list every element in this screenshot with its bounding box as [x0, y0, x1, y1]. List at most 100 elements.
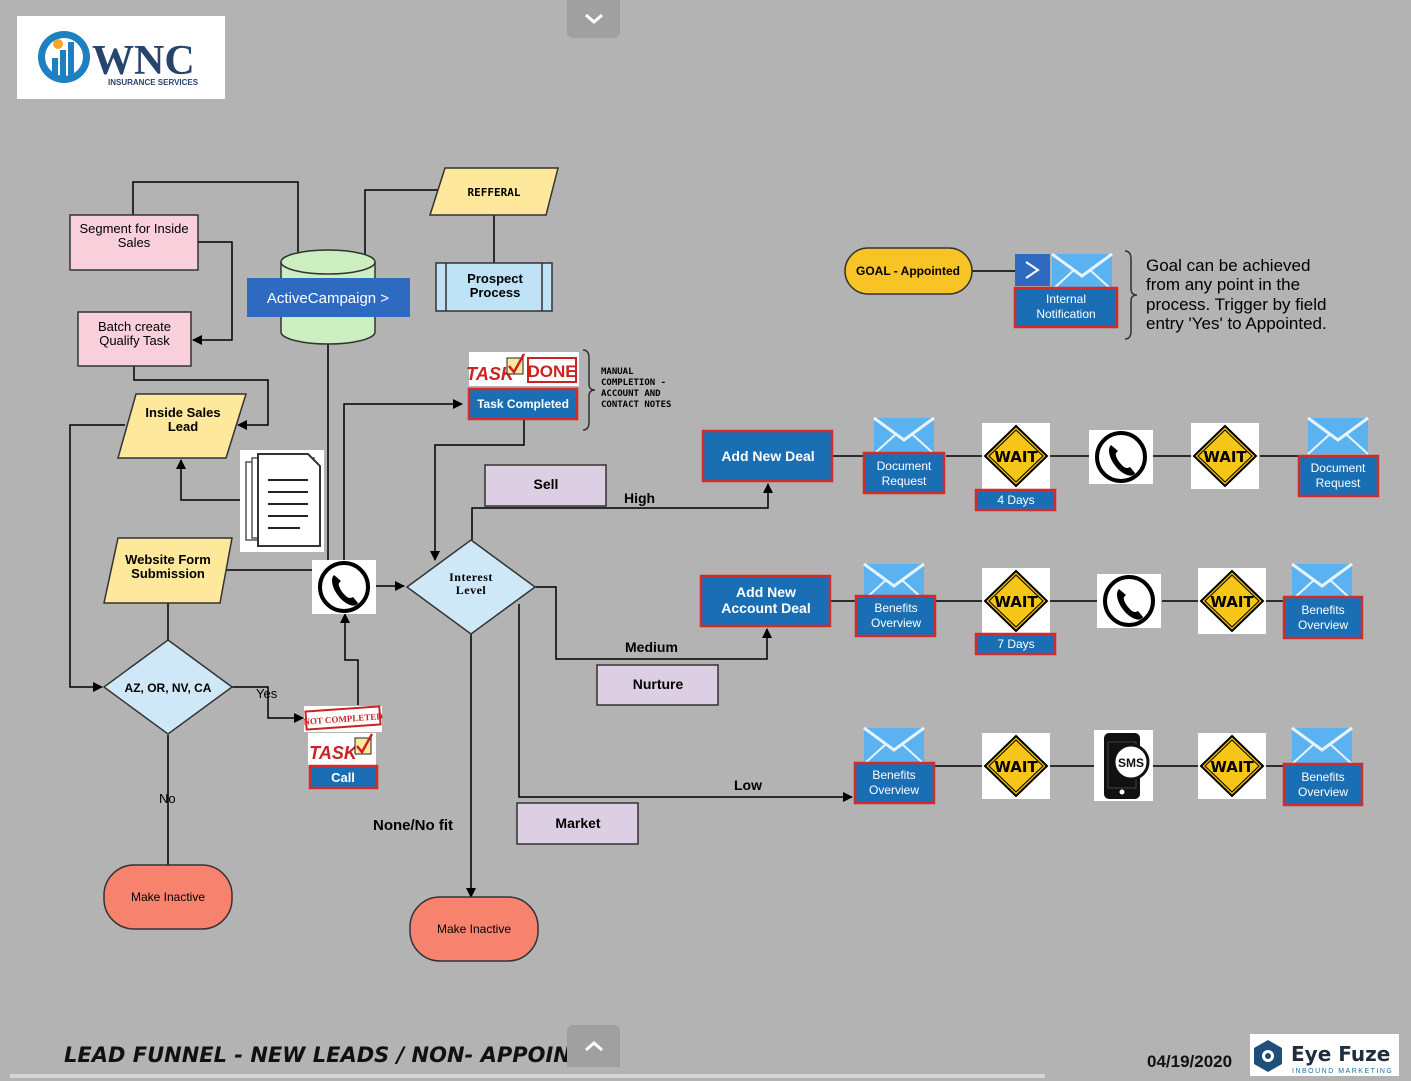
market-box: Market [516, 802, 639, 845]
goal-note-line-2: from any point in the [1146, 275, 1300, 294]
goal-note: Goal can be achieved from any point in t… [1124, 250, 1327, 340]
market-label: Market [555, 815, 600, 831]
chevron-up-icon [584, 1041, 603, 1052]
phone-icon [310, 558, 378, 616]
low-email-1-line-1: Benefits [872, 768, 915, 782]
medium-label: Medium [625, 639, 678, 655]
collapse-top-button[interactable] [567, 0, 620, 38]
task-label-1: TASK [309, 743, 359, 763]
make-inactive-2: Make Inactive [409, 896, 539, 962]
medium-email-2-line-2: Overview [1298, 618, 1348, 632]
make-inactive-1-label: Make Inactive [131, 890, 205, 904]
medium-row-email-1[interactable]: Benefits Overview [854, 562, 937, 638]
add-new-deal-label: Add New Deal [721, 448, 814, 464]
manual-completion-note: MANUAL COMPLETION - ACCOUNT AND CONTACT … [582, 349, 671, 431]
wait-sign-icon: WAIT [981, 567, 1051, 635]
active-campaign-badge: ActiveCampaign > [247, 278, 410, 317]
website-form-label: Website Form Submission [125, 553, 211, 581]
phone-icon [1095, 572, 1163, 630]
add-new-account-deal-line-2: Account Deal [721, 600, 810, 616]
task-label-2: TASK [466, 364, 516, 384]
call-label: Call [331, 770, 355, 785]
add-new-deal-button[interactable]: Add New Deal [701, 429, 834, 483]
medium-row-email-2[interactable]: Benefits Overview [1282, 562, 1364, 640]
high-label: High [624, 490, 655, 506]
wait-sign-icon: WAIT [1197, 567, 1267, 635]
make-inactive-1: Make Inactive [103, 864, 233, 930]
inside-sales-lead-parallelogram: Inside Sales Lead [117, 393, 248, 459]
low-email-1-line-2: Overview [869, 783, 919, 797]
wait-4-days-label: 4 Days [997, 493, 1034, 507]
batch-create-task-box: Batch create Qualify Task [77, 311, 192, 367]
prospect-process-box: Prospect Process [435, 262, 553, 312]
brand-name: Eye Fuze [1291, 1042, 1390, 1066]
high-email-2-line-2: Request [1316, 476, 1361, 490]
prospect-label: Prospect Process [467, 272, 523, 300]
phone-icon [1087, 428, 1155, 486]
footer-date: 04/19/2020 [1147, 1052, 1232, 1071]
goal-appointed-pill: GOAL - Appointed [844, 247, 973, 295]
wait-text: WAIT [1210, 758, 1254, 776]
add-new-account-deal-line-1: Add New [736, 584, 796, 600]
goal-note-line-3: process. Trigger by field [1146, 295, 1326, 314]
inside-sales-lead-label: Inside Sales Lead [145, 406, 221, 434]
segment-label: Segment for Inside Sales [79, 222, 189, 250]
interest-level-line-2: Level [456, 583, 487, 597]
active-campaign-label: ActiveCampaign > [267, 290, 389, 307]
yes-label: Yes [256, 686, 278, 701]
not-completed-task-image: NOT COMPLETED TASK [303, 705, 384, 765]
wait-sign-icon: WAIT [981, 422, 1051, 490]
interest-level-line-1: Interest [449, 570, 493, 584]
task-completed-label: Task Completed [477, 397, 569, 411]
internal-notification-line-1: Internal [1046, 292, 1086, 306]
call-button[interactable]: Call [308, 764, 379, 790]
refferal-label: REFFERAL [468, 186, 521, 199]
medium-email-2-line-1: Benefits [1301, 603, 1344, 617]
manual-note-line-3: ACCOUNT AND [601, 389, 661, 399]
low-row-email-1[interactable]: Benefits Overview [853, 726, 936, 805]
task-done-image: TASK DONE [466, 352, 579, 386]
low-row-email-2[interactable]: Benefits Overview [1282, 726, 1364, 807]
goal-note-line-4: entry 'Yes' to Appointed. [1146, 314, 1327, 333]
document-icon [240, 450, 324, 552]
logo-tagline: INSURANCE SERVICES [108, 78, 199, 87]
sms-phone-icon: SMS [1094, 730, 1153, 801]
wait-sign-icon: WAIT [1190, 422, 1260, 490]
nurture-label: Nurture [633, 676, 684, 692]
envelope-icon [1050, 252, 1114, 292]
internal-notification-line-2: Notification [1036, 307, 1095, 321]
make-inactive-2-label: Make Inactive [437, 922, 511, 936]
eye-fuze-logo: Eye Fuze INBOUND MARKETING [1250, 1034, 1399, 1076]
low-label: Low [734, 777, 762, 793]
nurture-box: Nurture [596, 664, 719, 706]
medium-email-1-line-2: Overview [871, 616, 921, 630]
sell-box: Sell [484, 464, 607, 507]
manual-note-line-2: COMPLETION - [601, 378, 666, 388]
task-completed-button[interactable]: Task Completed [467, 387, 579, 421]
none-no-fit-label: None/No fit [373, 817, 453, 834]
medium-email-1-line-1: Benefits [874, 601, 917, 615]
high-email-1-line-2: Request [882, 474, 927, 488]
segment-for-inside-sales-box: Segment for Inside Sales [69, 214, 199, 271]
wait-text: WAIT [1203, 448, 1247, 466]
interest-level-diamond: Interest Level [405, 539, 537, 635]
sell-label: Sell [534, 476, 559, 492]
low-email-2-line-2: Overview [1298, 785, 1348, 799]
high-email-1-line-1: Document [877, 459, 932, 473]
wait-4-days-badge: 4 Days [974, 488, 1057, 512]
high-row-email-1[interactable]: Document Request [862, 416, 946, 495]
envelope-icon [1290, 562, 1354, 602]
internal-notification[interactable]: Internal Notification [1013, 252, 1119, 329]
high-row-email-2[interactable]: Document Request [1297, 416, 1380, 498]
expand-bottom-button[interactable] [567, 1025, 620, 1067]
low-email-2-line-1: Benefits [1301, 770, 1344, 784]
brand-sub: INBOUND MARKETING [1292, 1068, 1393, 1075]
wait-text: WAIT [1210, 593, 1254, 611]
website-form-parallelogram: Website Form Submission [103, 537, 233, 604]
add-new-account-deal-button[interactable]: Add New Account Deal [699, 574, 832, 628]
wait-7-days-label: 7 Days [997, 637, 1034, 651]
batch-label: Batch create Qualify Task [98, 320, 171, 348]
wait-text: WAIT [994, 593, 1038, 611]
goal-note-line-1: Goal can be achieved [1146, 256, 1310, 275]
goal-label: GOAL - Appointed [856, 264, 960, 278]
